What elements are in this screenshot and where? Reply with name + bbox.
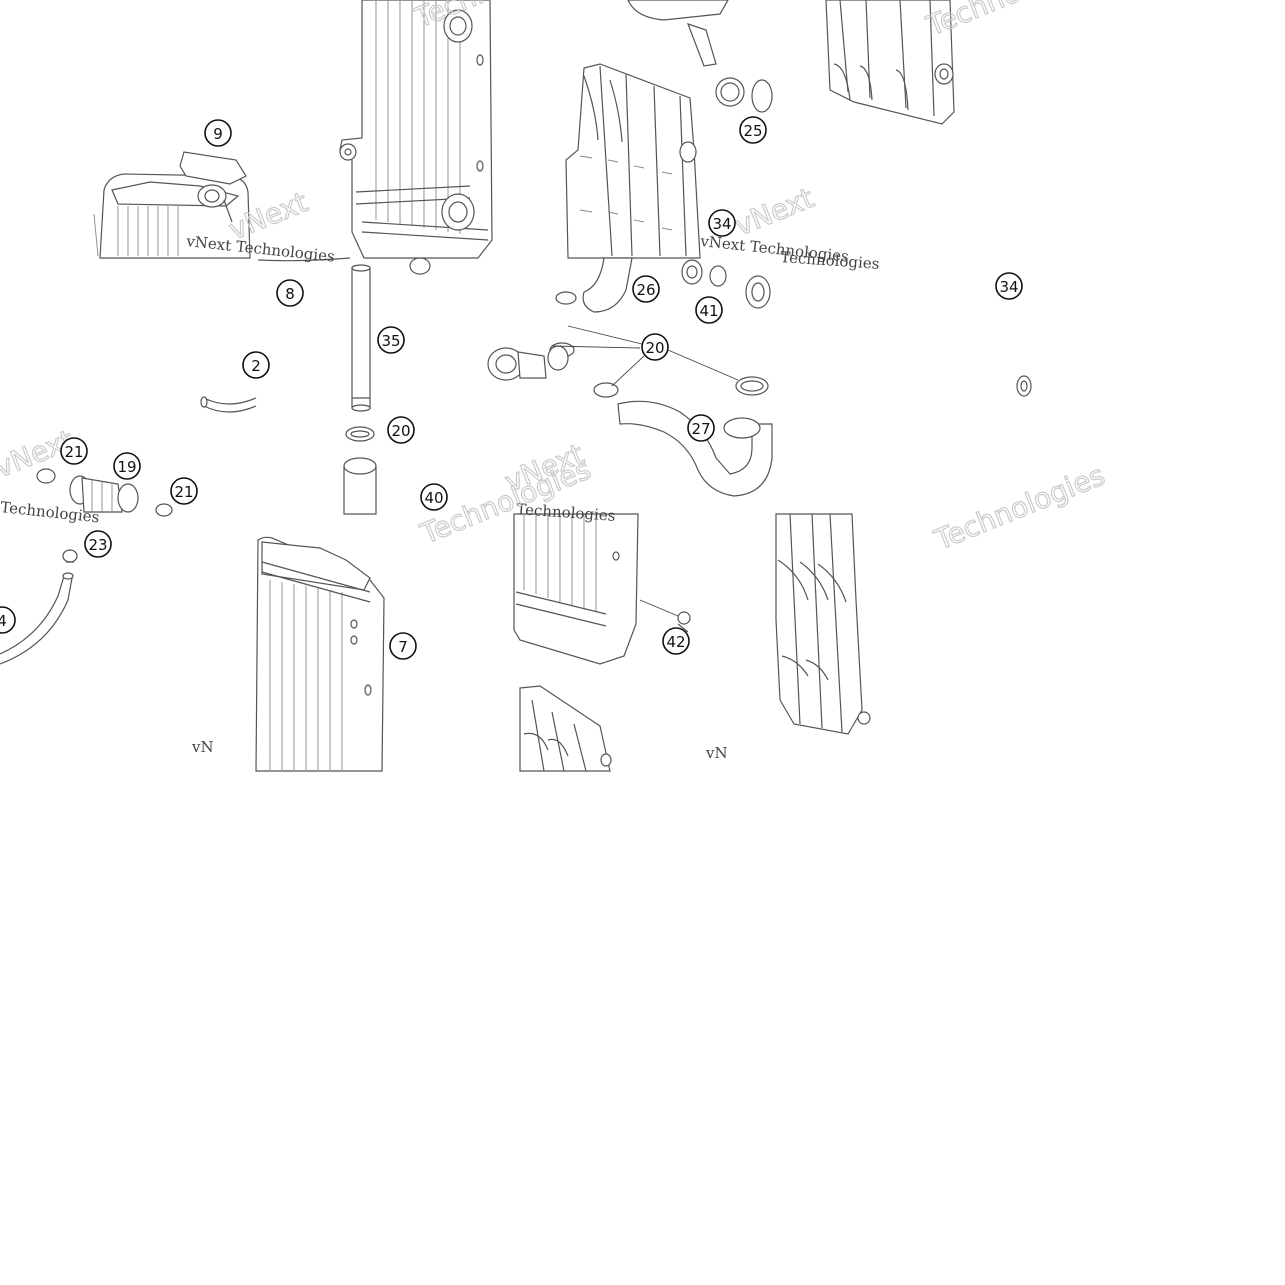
hose-26 — [555, 257, 633, 313]
callout: 42 — [662, 627, 690, 655]
svg-text:34: 34 — [999, 278, 1018, 296]
watermark-big: Technologies — [921, 0, 1101, 43]
svg-text:35: 35 — [381, 332, 400, 350]
svg-text:34: 34 — [712, 215, 731, 233]
small-hose — [200, 396, 257, 413]
callout: 21 — [60, 437, 88, 465]
callout: 23 — [84, 530, 112, 558]
watermark-big: vNext — [730, 181, 818, 242]
callout: 35 — [377, 326, 405, 354]
hose-27 — [617, 400, 773, 497]
watermark-text: vN — [191, 738, 214, 756]
callout: 27 — [687, 414, 715, 442]
fitting-right — [1016, 375, 1032, 397]
radiator-guard-long — [775, 513, 871, 735]
hose-long — [0, 572, 74, 665]
watermark-text: vN — [705, 744, 728, 762]
callout: 41 — [695, 296, 723, 324]
svg-text:41: 41 — [699, 302, 718, 320]
callout: 8 — [276, 279, 304, 307]
svg-text:27: 27 — [691, 420, 710, 438]
callout: 9 — [204, 119, 232, 147]
watermark-big: Technologies — [929, 459, 1109, 557]
svg-text:42: 42 — [666, 633, 685, 651]
radiator-guard-bottom — [519, 685, 612, 772]
callouts: 9 8 35 20 40 21 19 21 — [0, 116, 1023, 660]
radiator-bottom — [513, 513, 639, 665]
tank-bottom-edge — [257, 257, 431, 275]
svg-text:25: 25 — [743, 122, 762, 140]
thermostat-housing — [36, 468, 173, 517]
callout: 19 — [113, 452, 141, 480]
hose-40 — [343, 457, 377, 515]
svg-text:20: 20 — [645, 339, 664, 357]
svg-text:21: 21 — [64, 443, 83, 461]
leader-lines — [551, 325, 739, 387]
callout: 20 — [641, 333, 669, 361]
screw-42 — [639, 599, 691, 633]
callout: 20 — [387, 416, 415, 444]
svg-text:2: 2 — [251, 357, 261, 375]
svg-text:9: 9 — [213, 125, 223, 143]
svg-text:40: 40 — [424, 489, 443, 507]
hose-clamp-25 — [715, 77, 773, 113]
radiator-guard-top — [565, 63, 701, 259]
radiator-guard-right — [825, 0, 955, 125]
plug-23 — [62, 549, 78, 563]
watermark-text: Technologies — [780, 248, 880, 273]
radiator-left — [255, 536, 385, 772]
callout: 7 — [389, 632, 417, 660]
svg-text:4: 4 — [0, 612, 7, 630]
clamps-20 — [547, 342, 769, 398]
callout: 34 — [708, 209, 736, 237]
radiator-cap — [179, 151, 247, 223]
pipe-35 — [351, 264, 371, 412]
callout: 40 — [420, 483, 448, 511]
hose-clamp-20 — [345, 426, 375, 442]
callout: 25 — [739, 116, 767, 144]
callout: 34 — [995, 272, 1023, 300]
radiator-right — [339, 0, 493, 259]
tank-top — [627, 0, 729, 67]
svg-text:20: 20 — [391, 422, 410, 440]
svg-text:21: 21 — [174, 483, 193, 501]
callout: 2 — [242, 351, 270, 379]
svg-text:19: 19 — [117, 458, 136, 476]
seal-41 — [681, 259, 771, 309]
svg-text:23: 23 — [88, 536, 107, 554]
svg-text:8: 8 — [285, 285, 295, 303]
water-pump-cover — [487, 347, 547, 381]
callout: 26 — [632, 275, 660, 303]
callout: 4 — [0, 606, 16, 634]
svg-text:7: 7 — [398, 638, 408, 656]
svg-text:26: 26 — [636, 281, 655, 299]
callout: 21 — [170, 477, 198, 505]
